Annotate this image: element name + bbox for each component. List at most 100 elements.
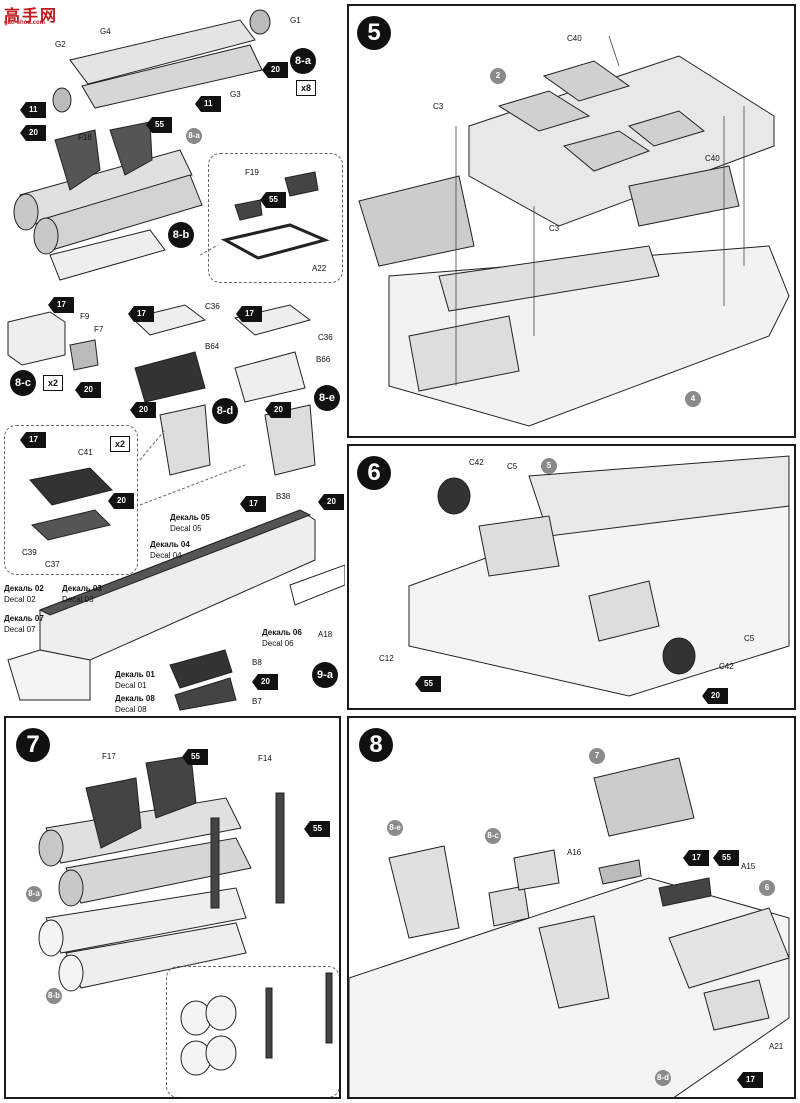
subassembly-8c: 8-c — [10, 370, 36, 396]
quantity-x2-c41: x2 — [110, 436, 130, 452]
decal-01-ru: Декаль 01 — [115, 670, 155, 679]
part-C36-a: C36 — [205, 302, 220, 311]
part-B7: B7 — [252, 697, 262, 706]
reference-8a: 8-a — [186, 128, 202, 144]
paint-flag-icon: 20 — [702, 688, 728, 704]
decal-08-ru: Декаль 08 — [115, 694, 155, 703]
step-6-panel: 6 C42 C5 C12 C5 C42 5 55 — [347, 444, 796, 710]
step-number-8: 8 — [359, 728, 393, 762]
part-F19: F19 — [245, 168, 259, 177]
paint-flag-icon: 55 — [415, 676, 441, 692]
paint-flag-icon: 20 — [75, 382, 101, 398]
part-C36-b: C36 — [318, 333, 333, 342]
decal-06: Decal 06 — [262, 639, 294, 648]
subassembly-8e: 8-e — [314, 385, 340, 411]
part-C39: C39 — [22, 548, 37, 557]
paint-flag-icon: 55 — [146, 117, 172, 133]
part-C40-b: C40 — [705, 154, 720, 163]
decal-08: Decal 08 — [115, 705, 147, 714]
decal-02-ru: Декаль 02 — [4, 584, 44, 593]
reference-8b: 8-b — [46, 988, 62, 1004]
part-C3-a: C3 — [433, 102, 444, 111]
part-A16: A16 — [567, 848, 582, 857]
paint-flag-icon: 55 — [304, 821, 330, 837]
subassembly-8b: 8-b — [168, 222, 194, 248]
part-F17: F17 — [102, 752, 116, 761]
part-B8: B8 — [252, 658, 262, 667]
part-C41: C41 — [78, 448, 93, 457]
paint-flag-icon: 11 — [20, 102, 46, 118]
paint-flag-icon: 20 — [130, 402, 156, 418]
reference-5: 5 — [541, 458, 557, 474]
part-C42-b: C42 — [719, 662, 734, 671]
decal-07: Decal 07 — [4, 625, 36, 634]
quantity-x2-c: x2 — [43, 375, 63, 391]
decal-03: Decal 03 — [62, 595, 94, 604]
site-logo: 高手网 gao-shou.com — [4, 2, 84, 30]
paint-flag-icon: 20 — [108, 493, 134, 509]
inset-f19 — [208, 153, 343, 283]
paint-flag-icon: 17 — [240, 496, 266, 512]
part-F14: F14 — [258, 754, 272, 763]
decal-04-ru: Декаль 04 — [150, 540, 190, 549]
part-C40-a: C40 — [567, 34, 582, 43]
part-G3: G3 — [230, 90, 241, 99]
paint-flag-icon: 17 — [737, 1072, 763, 1088]
subassembly-8d: 8-d — [212, 398, 238, 424]
decal-05: Decal 05 — [170, 524, 202, 533]
paint-flag-icon: 17 — [128, 306, 154, 322]
part-C3-b: C3 — [549, 224, 560, 233]
part-G4: G4 — [100, 27, 111, 36]
decal-07-ru: Декаль 07 — [4, 614, 44, 623]
inset-step7-result — [166, 966, 339, 1097]
reference-4: 4 — [685, 391, 701, 407]
part-A18: A18 — [318, 630, 333, 639]
part-A15: A15 — [741, 862, 756, 871]
decal-01: Decal 01 — [115, 681, 147, 690]
subassembly-8a: 8-a — [290, 48, 316, 74]
paint-flag-icon: 17 — [48, 297, 74, 313]
part-A22: A22 — [312, 264, 327, 273]
paint-flag-icon: 11 — [195, 96, 221, 112]
part-F18: F18 — [78, 133, 92, 142]
inset-c41 — [4, 425, 138, 575]
part-C42-a: C42 — [469, 458, 484, 467]
paint-flag-icon: 17 — [683, 850, 709, 866]
reference-8e: 8-e — [387, 820, 403, 836]
part-C5-a: C5 — [507, 462, 518, 471]
part-F7: F7 — [94, 325, 104, 334]
part-B38: B38 — [276, 492, 291, 501]
decal-04: Decal 04 — [150, 551, 182, 560]
decal-06-ru: Декаль 06 — [262, 628, 302, 637]
part-A21: A21 — [769, 1042, 784, 1051]
step-8-drawing — [349, 757, 790, 1097]
reference-7: 7 — [589, 748, 605, 764]
part-C5-b: C5 — [744, 634, 755, 643]
paint-flag-icon: 20 — [262, 62, 288, 78]
reference-8d: 8-d — [655, 1070, 671, 1086]
part-G2: G2 — [55, 40, 66, 49]
step-6-drawing — [408, 455, 790, 697]
decal-05-ru: Декаль 05 — [170, 513, 210, 522]
part-C37: C37 — [45, 560, 60, 569]
part-B64: B64 — [205, 342, 220, 351]
subassembly-9a: 9-a — [312, 662, 338, 688]
paint-flag-icon: 17 — [236, 306, 262, 322]
logo-chinese: 高手网 — [4, 8, 59, 25]
paint-flag-icon: 20 — [318, 494, 344, 510]
paint-flag-icon: 55 — [182, 749, 208, 765]
subassembly-drawings — [7, 9, 345, 711]
step-8-panel: 8 A16 A15 A21 7 8-e 8-c 6 8-d 17 55 17 — [347, 716, 796, 1099]
part-C12: C12 — [379, 654, 394, 663]
reference-8c: 8-c — [485, 828, 501, 844]
part-F9: F9 — [80, 312, 90, 321]
paint-flag-icon: 20 — [252, 674, 278, 690]
step-5-drawing — [358, 35, 790, 427]
step-number-5: 5 — [357, 16, 391, 50]
step-7-drawing — [38, 755, 333, 1076]
part-G1: G1 — [290, 16, 301, 25]
paint-flag-icon: 55 — [713, 850, 739, 866]
reference-8a: 8-a — [26, 886, 42, 902]
paint-flag-icon: 20 — [20, 125, 46, 141]
paint-flag-icon: 17 — [20, 432, 46, 448]
